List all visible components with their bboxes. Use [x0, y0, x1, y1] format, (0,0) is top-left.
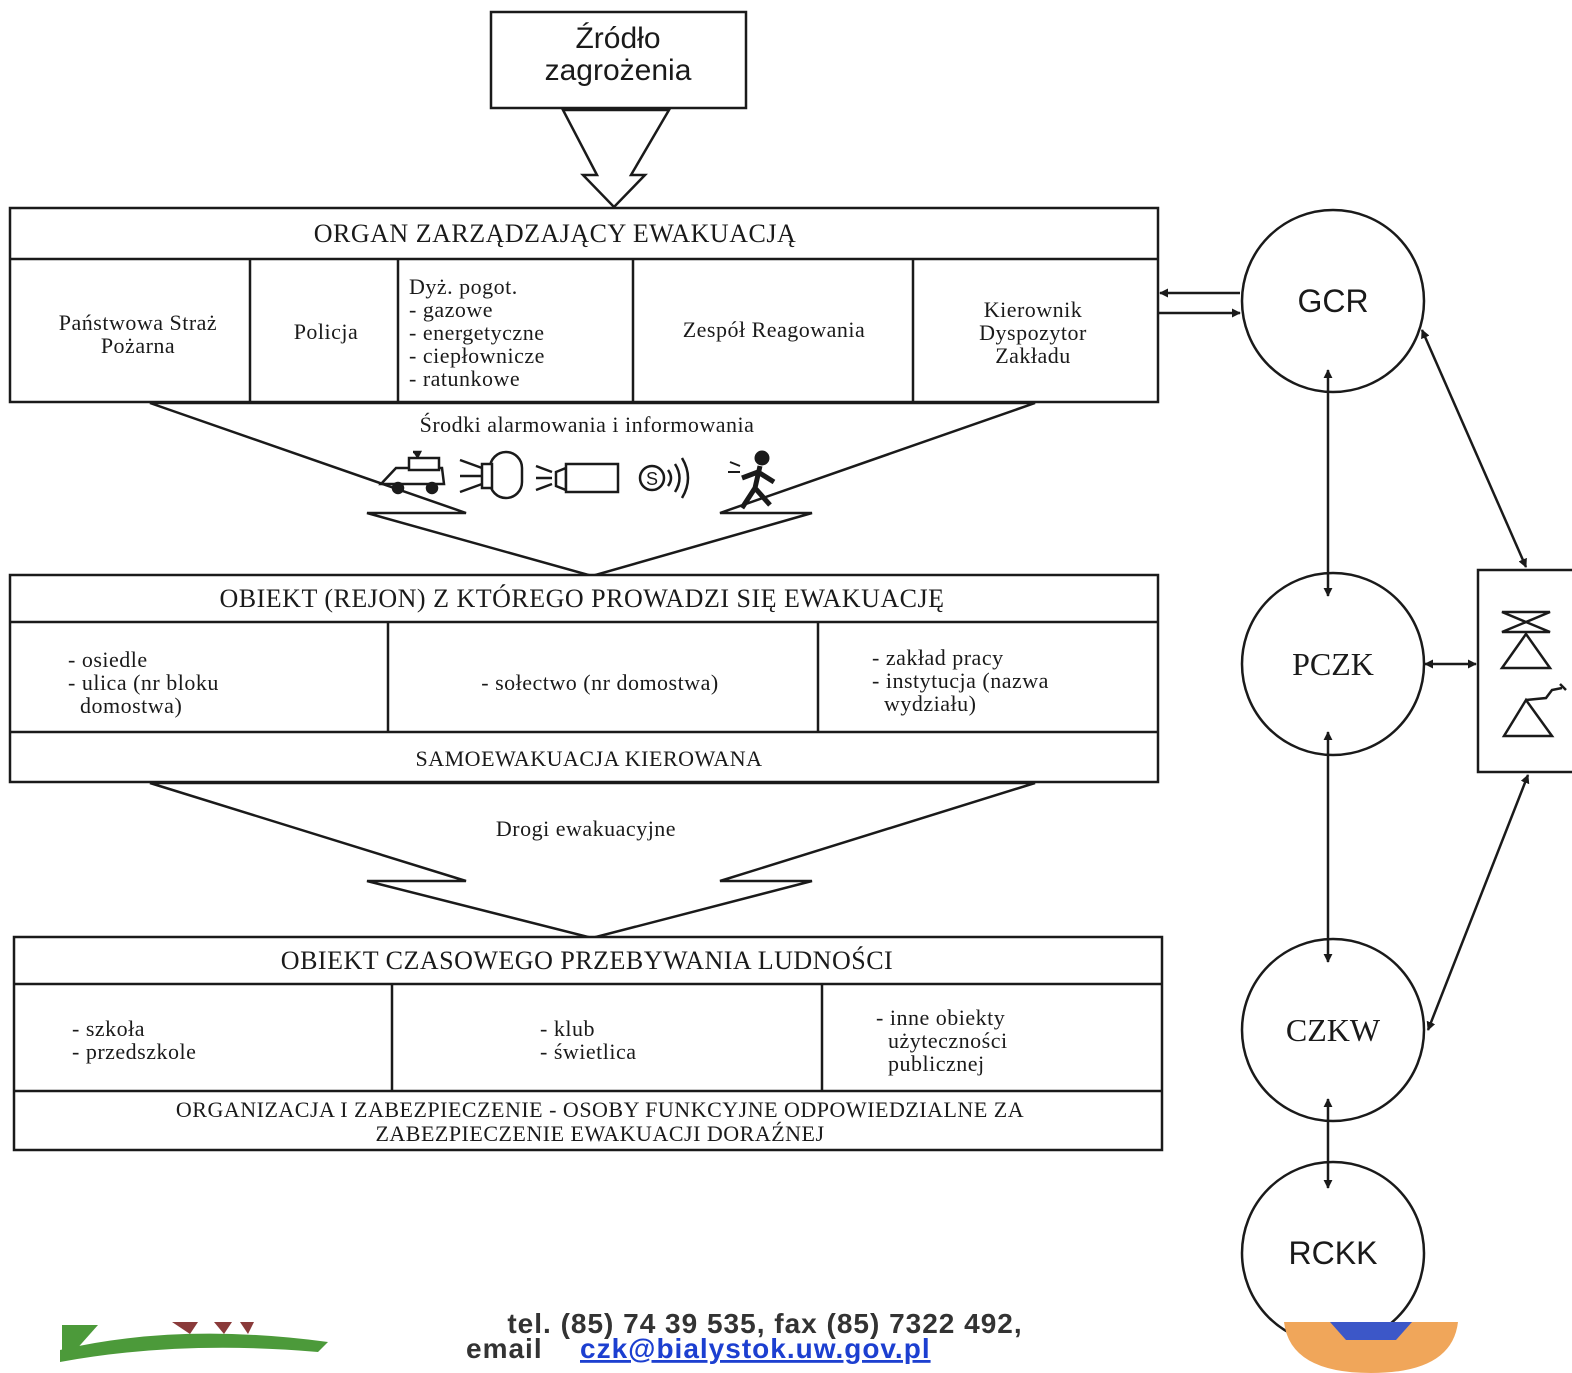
loudspeaker-icon — [535, 462, 620, 494]
management-cell-text: Zakładu — [995, 343, 1071, 368]
temp-object-block: OBIEKT CZASOWEGO PRZEBYWANIA LUDNOŚCI - … — [12, 935, 1164, 1152]
siren-icon — [1499, 610, 1553, 670]
node-rckk-label: RCKK — [1289, 1235, 1378, 1271]
node-pczk-label: PCZK — [1292, 646, 1374, 682]
temp-object-header: OBIEKT CZASOWEGO PRZEBYWANIA LUDNOŚCI — [281, 946, 893, 975]
footer-logo-left — [60, 1322, 328, 1362]
evac-object-block: OBIEKT (REJON) Z KTÓREGO PROWADZI SIĘ EW… — [8, 573, 1160, 784]
threat-arrow — [560, 108, 672, 209]
management-cell-text: Kierownik — [984, 297, 1083, 322]
footer-logo-right — [1284, 1322, 1458, 1373]
management-cell-text: - energetyczne — [409, 320, 544, 345]
evac-object-footer: SAMOEWAKUACJA KIEROWANA — [416, 746, 763, 771]
messenger-running-icon — [728, 450, 776, 510]
siren-signal-icon: S — [638, 457, 690, 499]
evac-object-cell-text: domostwa) — [68, 693, 182, 718]
management-cell-text: Pożarna — [101, 333, 175, 358]
management-cell-text: Policja — [294, 319, 359, 344]
temp-object-cell-text: użyteczności — [876, 1028, 1008, 1053]
evac-object-cell-text: - ulica (nr bloku — [68, 670, 219, 695]
temp-object-cell-text: - szkoła — [72, 1016, 145, 1041]
temp-object-footer: ZABEZPIECZENIE EWAKUACJI DORAŹNEJ — [375, 1121, 824, 1146]
management-header: ORGAN ZARZĄDZAJĄCY EWAKUACJĄ — [314, 219, 796, 248]
temp-object-cell-text: - świetlica — [540, 1039, 637, 1064]
node-czkw-label: CZKW — [1286, 1012, 1381, 1048]
management-cell-text: Państwowa Straż — [59, 310, 217, 335]
temp-object-cell-text: - klub — [540, 1016, 595, 1041]
connector-arrows — [1158, 288, 1530, 1189]
management-block: ORGAN ZARZĄDZAJĄCY EWAKUACJĄ Państwowa S… — [8, 206, 1160, 404]
threat-source-label: Źródło — [575, 22, 660, 55]
siren-lamp-icon — [459, 450, 524, 500]
management-cell-text: Zespół Reagowania — [683, 317, 866, 342]
evac-object-cell-text: - zakład pracy — [872, 645, 1004, 670]
node-rckk: RCKK — [1240, 1160, 1426, 1346]
management-cell-text: Dyż. pogot. — [409, 274, 518, 299]
routes-funnel — [149, 781, 1036, 940]
loudspeaker-car-icon — [378, 450, 446, 495]
antenna-icon — [1501, 683, 1567, 738]
temp-object-cell-text: - inne obiekty — [876, 1005, 1005, 1030]
evac-object-cell-text: - sołectwo (nr domostwa) — [481, 670, 718, 695]
evac-object-cell-text: - osiedle — [68, 647, 148, 672]
footer-phone: tel. (85) 74 39 535, fax (85) 7322 492, — [507, 1308, 1022, 1339]
temp-object-footer: ORGANIZACJA I ZABEZPIECZENIE - OSOBY FUN… — [176, 1097, 1024, 1122]
threat-source-box: Źródło zagrożenia — [489, 10, 748, 110]
management-cell-text: - gazowe — [409, 297, 493, 322]
node-gcr-label: GCR — [1297, 283, 1368, 319]
threat-source-label: zagrożenia — [545, 54, 692, 87]
temp-object-cell-text: publicznej — [876, 1051, 985, 1076]
evac-object-header: OBIEKT (REJON) Z KTÓREGO PROWADZI SIĘ EW… — [220, 584, 945, 613]
alarm-label: Środki alarmowania i informowania — [420, 412, 755, 437]
routes-label: Drogi ewakuacyjne — [496, 816, 676, 841]
footer-email-link[interactable]: czk@bialystok.uw.gov.pl — [580, 1333, 931, 1364]
management-cell-text: Dyspozytor — [979, 320, 1087, 345]
svg-text:S: S — [646, 469, 658, 489]
node-gcr: GCR — [1240, 208, 1426, 394]
management-cell-text: - ratunkowe — [409, 366, 520, 391]
footer-email-label: email — [466, 1333, 543, 1364]
node-pczk: PCZK — [1240, 571, 1426, 757]
node-czkw: CZKW — [1240, 937, 1426, 1123]
temp-object-cell-text: - przedszkole — [72, 1039, 196, 1064]
management-cell-text: - ciepłownicze — [409, 343, 545, 368]
evac-object-cell-text: - instytucja (nazwa — [872, 668, 1049, 693]
evac-object-cell-text: wydziału) — [872, 691, 976, 716]
side-panel — [1476, 568, 1572, 774]
